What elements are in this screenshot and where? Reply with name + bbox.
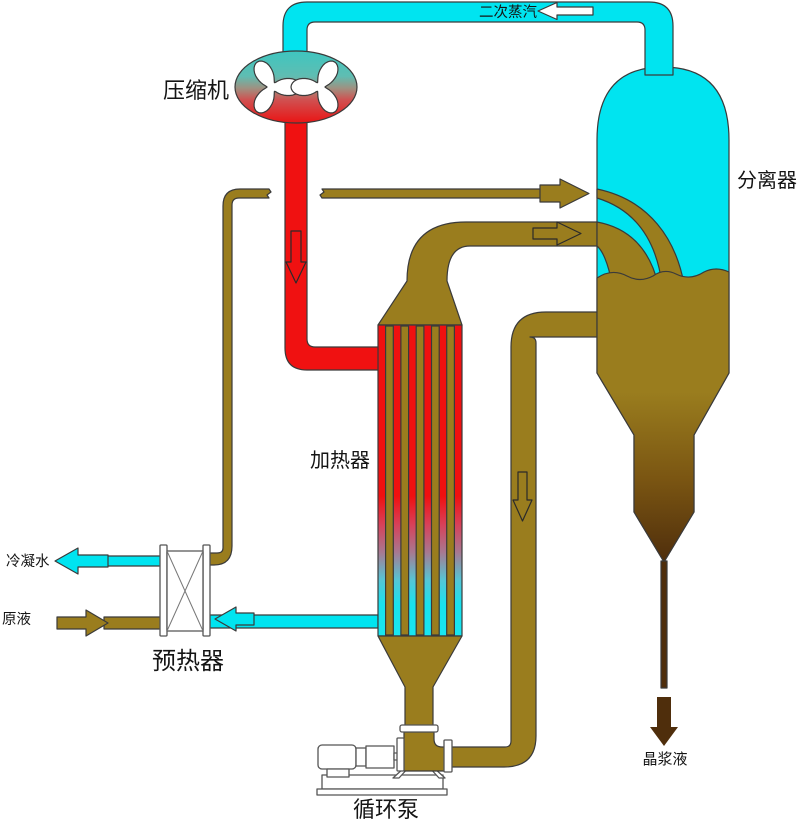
preheated-feed-pipe <box>209 188 272 566</box>
raw-liquid-pipe <box>103 616 162 630</box>
pump-coupling-small <box>355 747 367 767</box>
downcomer-arrow <box>512 471 533 522</box>
secondary-steam-pipe <box>282 1 674 76</box>
heater-outlet-pipe <box>377 221 601 326</box>
label-separator: 分离器 <box>737 168 797 192</box>
pump-motor-feet <box>326 768 350 778</box>
preheater-inlet-arrow <box>214 606 255 632</box>
label-secondary-steam: 二次蒸汽 <box>479 4 537 21</box>
label-pump: 循环泵 <box>353 798 419 821</box>
preheater-cross <box>166 550 204 632</box>
condensate-arrow <box>54 547 109 575</box>
compressor-rotor-right <box>290 60 339 114</box>
compressed-steam-pipe <box>284 107 380 371</box>
heater-bottom-cone <box>377 635 463 727</box>
slurry-arrow <box>650 697 678 746</box>
heater-tubes <box>385 325 455 636</box>
label-compressor: 压缩机 <box>163 79 229 104</box>
preheater-flange-right <box>202 544 211 637</box>
label-heater: 加热器 <box>310 448 370 472</box>
label-condensate: 冷凝水 <box>6 553 50 570</box>
pump-motor <box>317 744 357 770</box>
raw-liquid-arrow <box>56 609 109 637</box>
compressed-steam-arrow <box>285 230 307 284</box>
feed-arrow-solid <box>539 178 590 209</box>
label-raw-liquid: 原液 <box>2 611 31 628</box>
separator-liquid <box>596 268 730 563</box>
condensate-pipe <box>105 555 162 567</box>
pump-flange-right <box>443 739 453 773</box>
heater-outlet-arrow <box>532 221 582 246</box>
pump-base-lip <box>316 788 448 796</box>
downcomer-pipe <box>449 311 601 768</box>
pump-flange-top <box>399 724 439 733</box>
pump-casing-tee <box>403 731 451 772</box>
pump-bearing-block <box>365 745 395 769</box>
compressor-rotor-left <box>253 60 302 114</box>
secondary-steam-arrow <box>537 1 594 21</box>
feed-pipe-to-separator <box>319 188 559 199</box>
preheater-flange-left <box>159 544 168 637</box>
label-preheater: 预热器 <box>152 647 224 675</box>
slurry-drain-line <box>660 560 668 689</box>
pump-flange-left <box>396 737 405 772</box>
label-slurry: 晶浆液 <box>642 750 687 768</box>
